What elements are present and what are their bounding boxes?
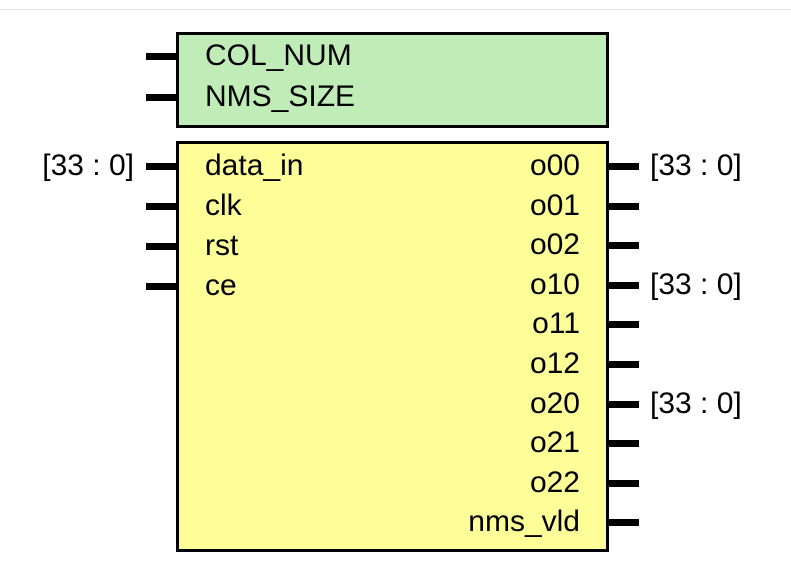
output-pin bbox=[609, 242, 639, 249]
input-label-ce: ce bbox=[205, 269, 237, 302]
output-bus-width: [33 : 0] bbox=[650, 149, 742, 182]
output-label-o21: o21 bbox=[529, 426, 580, 459]
output-label-nms-vld: nms_vld bbox=[468, 505, 580, 538]
output-label-o02: o02 bbox=[529, 228, 580, 261]
output-pin bbox=[609, 401, 639, 408]
input-bus-width: [33 : 0] bbox=[42, 149, 134, 182]
port-block bbox=[176, 141, 609, 552]
parameter-pin bbox=[146, 53, 176, 60]
parameter-pin bbox=[146, 94, 176, 101]
input-pin bbox=[146, 283, 176, 290]
output-pin bbox=[609, 519, 639, 526]
parameter-label-col-num: COL_NUM bbox=[205, 39, 352, 72]
input-label-data-in: data_in bbox=[205, 149, 304, 182]
output-pin bbox=[609, 361, 639, 368]
output-label-o01: o01 bbox=[529, 189, 580, 222]
output-label-o10: o10 bbox=[529, 268, 580, 301]
output-pin bbox=[609, 321, 639, 328]
output-label-o22: o22 bbox=[529, 466, 580, 499]
output-label-o11: o11 bbox=[532, 307, 580, 340]
input-pin bbox=[146, 243, 176, 250]
input-label-rst: rst bbox=[205, 229, 239, 262]
input-label-clk: clk bbox=[205, 189, 242, 222]
output-label-o20: o20 bbox=[529, 387, 580, 420]
output-pin bbox=[609, 480, 639, 487]
output-pin bbox=[609, 282, 639, 289]
output-bus-width: [33 : 0] bbox=[650, 387, 742, 420]
top-divider bbox=[0, 9, 791, 10]
output-pin bbox=[609, 163, 639, 170]
output-pin bbox=[609, 440, 639, 447]
input-pin bbox=[146, 163, 176, 170]
parameter-label-nms-size: NMS_SIZE bbox=[205, 80, 356, 113]
output-label-o00: o00 bbox=[529, 149, 580, 182]
output-bus-width: [33 : 0] bbox=[650, 268, 742, 301]
input-pin bbox=[146, 203, 176, 210]
output-label-o12: o12 bbox=[529, 347, 580, 380]
output-pin bbox=[609, 203, 639, 210]
parameter-block bbox=[176, 32, 609, 128]
